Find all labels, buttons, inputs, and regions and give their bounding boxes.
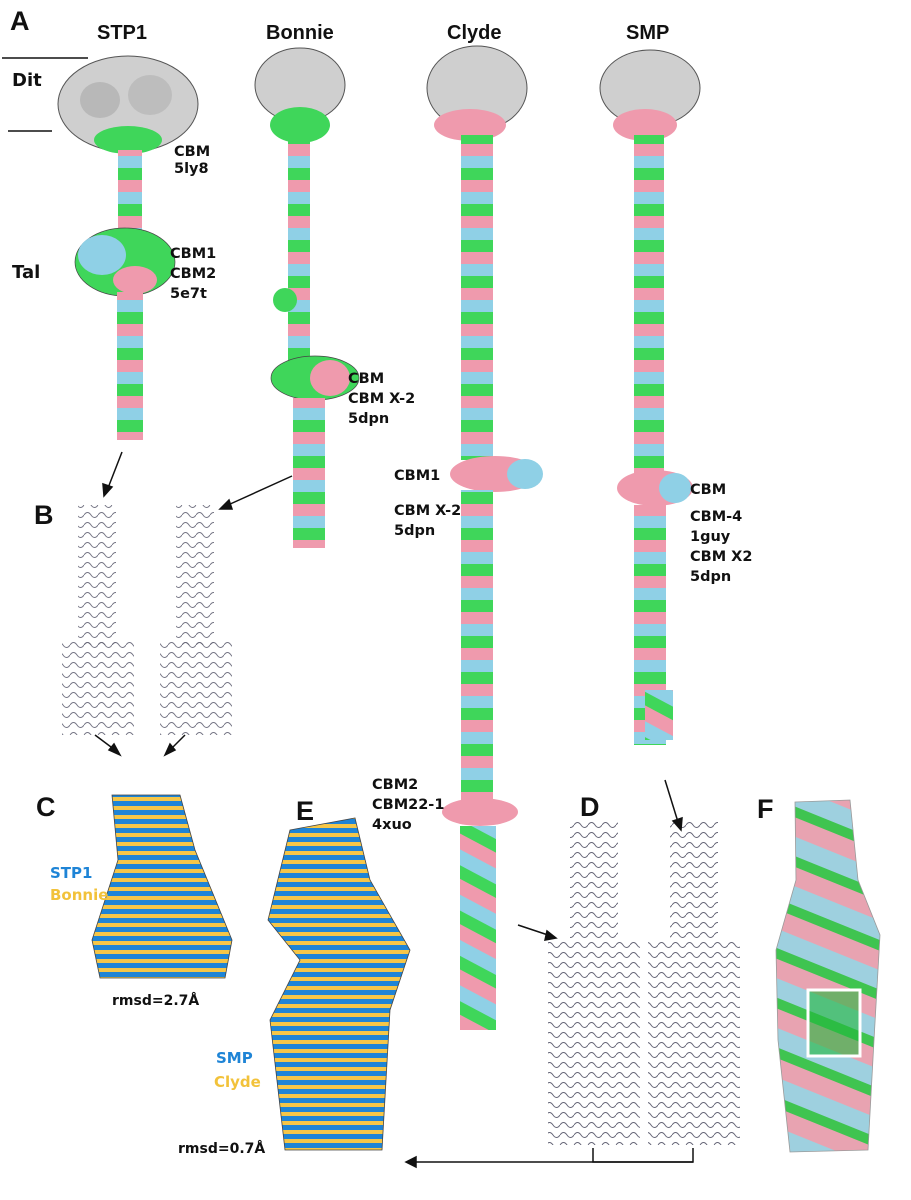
rmsd-e: rmsd=0.7Å bbox=[178, 1140, 265, 1157]
bonnie-helix-bundle bbox=[176, 505, 214, 645]
smp-cbm-x2-label: CBM X2 bbox=[690, 549, 752, 565]
bonnie-cbm-label: CBM bbox=[348, 371, 384, 387]
highlight-box bbox=[806, 988, 862, 1058]
arrow-clyde-to-d bbox=[517, 924, 549, 936]
connector-arrows bbox=[94, 451, 694, 1169]
surface-view bbox=[775, 799, 881, 1153]
panel-f-letter: F bbox=[757, 794, 774, 824]
tal-label: Tal bbox=[12, 262, 40, 283]
rmsd-c: rmsd=2.7Å bbox=[112, 992, 199, 1009]
panel-d: D bbox=[548, 792, 740, 1145]
panel-e: E SMP Clyde rmsd=0.7Å bbox=[178, 796, 411, 1157]
smp-clyde-overlay bbox=[267, 817, 411, 1151]
stp1-helix-bundle bbox=[78, 505, 116, 645]
arrow-smp-to-d bbox=[664, 779, 679, 823]
clyde-cbm2-label: CBM2 bbox=[372, 777, 418, 793]
panel-c: C STP1 Bonnie rmsd=2.7Å bbox=[36, 792, 233, 1009]
panel-f: F bbox=[757, 794, 881, 1153]
arrowhead-smp-to-d bbox=[671, 816, 683, 832]
cbm-site-patch bbox=[808, 990, 860, 1056]
stp1-bonnie-overlay bbox=[91, 794, 233, 979]
stp1-structure bbox=[57, 55, 199, 440]
arrowhead-d-to-e bbox=[404, 1155, 417, 1169]
smp-beta-helix bbox=[648, 940, 740, 1145]
smp-structure bbox=[599, 49, 701, 745]
arrowhead-stp1-to-b bbox=[102, 482, 114, 498]
bonnie-beta-helix bbox=[160, 640, 232, 735]
arrow-bonnie-to-b bbox=[227, 475, 293, 506]
arrow-stp1-to-b bbox=[107, 451, 123, 489]
column-title-stp1: STP1 bbox=[97, 22, 147, 44]
panel-e-letter: E bbox=[296, 796, 314, 826]
column-title-smp: SMP bbox=[626, 22, 669, 44]
dit-label: Dit bbox=[12, 70, 42, 91]
legend-stp1: STP1 bbox=[50, 864, 92, 882]
smp-pdb-label: 5dpn bbox=[690, 569, 731, 585]
arrowhead-b-right-to-c bbox=[163, 742, 177, 757]
smp-cbm4-label: CBM-4 bbox=[690, 509, 742, 525]
column-title-bonnie: Bonnie bbox=[266, 22, 334, 44]
legend-smp: SMP bbox=[216, 1049, 253, 1067]
smp-upper-domain bbox=[670, 820, 718, 940]
arrowhead-b-left-to-c bbox=[107, 742, 122, 757]
clyde-cbm2-pdb-label: 4xuo bbox=[372, 817, 412, 833]
clyde-structure bbox=[426, 45, 543, 1030]
arrowhead-clyde-to-d bbox=[544, 929, 558, 941]
clyde-upper-domain bbox=[570, 820, 618, 940]
clyde-cbm22-label: CBM22-1 bbox=[372, 797, 444, 813]
bonnie-pdb-label: 5dpn bbox=[348, 411, 389, 427]
stp1-cbm2-label: CBM2 bbox=[170, 266, 216, 282]
column-title-clyde: Clyde bbox=[447, 22, 501, 44]
clyde-beta-helix bbox=[548, 940, 640, 1145]
legend-clyde: Clyde bbox=[214, 1073, 261, 1091]
smp-cbm-label: CBM bbox=[690, 482, 726, 498]
panel-a-letter: A bbox=[10, 6, 30, 36]
stp1-cbm-label: CBM bbox=[174, 144, 210, 160]
panel-a: A STP1 Bonnie Clyde SMP Dit Tal CBM 5ly8… bbox=[2, 6, 752, 1030]
arrowhead-bonnie-to-b bbox=[218, 498, 234, 510]
clyde-cbm-x2-label: CBM X-2 bbox=[394, 503, 461, 519]
bonnie-cbm-x2-label: CBM X-2 bbox=[348, 391, 415, 407]
panel-c-letter: C bbox=[36, 792, 56, 822]
clyde-cbm1-label: CBM1 bbox=[394, 468, 440, 484]
clyde-cbm1-pdb-label: 5dpn bbox=[394, 523, 435, 539]
smp-1guy-label: 1guy bbox=[690, 529, 731, 545]
bonnie-structure bbox=[254, 47, 360, 548]
stp1-cbm1-label: CBM1 bbox=[170, 246, 216, 262]
panel-b-letter: B bbox=[34, 500, 54, 530]
panel-b: B bbox=[34, 500, 232, 735]
panel-d-letter: D bbox=[580, 792, 600, 822]
stp1-pdb-label: 5e7t bbox=[170, 286, 207, 302]
stp1-beta-helix bbox=[62, 640, 134, 735]
bracket-d bbox=[592, 1148, 694, 1163]
stp1-cbm-pdb-label: 5ly8 bbox=[174, 161, 209, 177]
legend-bonnie: Bonnie bbox=[50, 886, 108, 904]
